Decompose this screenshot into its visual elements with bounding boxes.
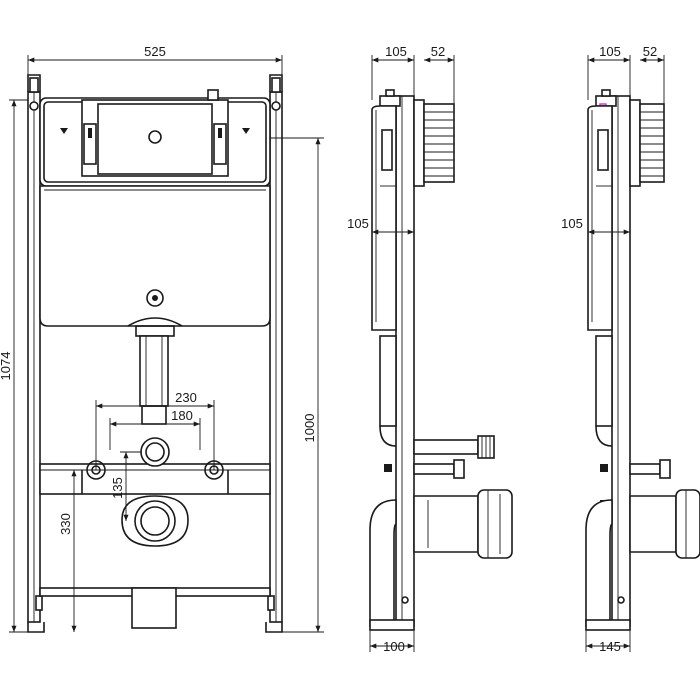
dim-180-label: 180 [171,408,193,423]
cistern-panel [29,89,281,187]
frame-feet [27,595,283,633]
dim-230-label: 230 [175,390,197,405]
side-view-a: 105 52 105 100 [347,44,513,654]
dim-width-label: 525 [144,44,166,59]
dim-a-100-base: 100 [369,630,415,654]
dim-total-height-label: 1074 [0,352,13,381]
drain-valve-icon [146,289,164,307]
dim-a-cistern-depth-label: 105 [347,216,369,231]
side-view-b: 105 52 105 145 [561,44,700,654]
dim-cistern-height: 1000 [270,137,324,633]
waste-outlet [121,495,189,629]
dim-330-label: 330 [58,513,73,535]
dim-b-105-top: 105 [587,44,631,100]
dim-width: 525 [27,44,283,75]
dim-b-flush-depth-label: 52 [643,44,657,59]
dim-a-frame-depth-label: 105 [385,44,407,59]
flush-plate [81,99,229,177]
dim-330: 330 [58,469,86,632]
dim-cistern-height-label: 1000 [302,414,317,443]
dim-230: 230 [95,390,215,470]
frame-uprights [27,74,283,623]
flush-ribs-a [424,111,454,177]
dim-135-label: 135 [110,477,125,499]
dim-a-105-mid: 105 [347,216,414,235]
dim-180: 180 [109,408,201,450]
flush-pipe [139,335,169,425]
dim-a-52-top: 52 [424,44,455,104]
dim-b-52-top: 52 [640,44,665,104]
dim-135: 135 [110,451,142,521]
front-view: 525 1074 1000 230 180 [0,44,324,633]
dim-total-height: 1074 [0,99,28,633]
dim-a-base-depth-label: 100 [383,639,405,654]
dim-b-105-mid: 105 [561,216,630,235]
flush-button-icon [148,130,162,144]
dim-b-base-depth-label: 145 [599,639,621,654]
dim-b-cistern-depth-label: 105 [561,216,583,231]
dim-b-145-base: 145 [585,630,631,654]
flush-ribs-b [640,111,664,177]
dim-b-frame-depth-label: 105 [599,44,621,59]
dim-a-105-top: 105 [371,44,415,100]
dim-a-flush-depth-label: 52 [431,44,445,59]
cistern-body [39,185,271,337]
